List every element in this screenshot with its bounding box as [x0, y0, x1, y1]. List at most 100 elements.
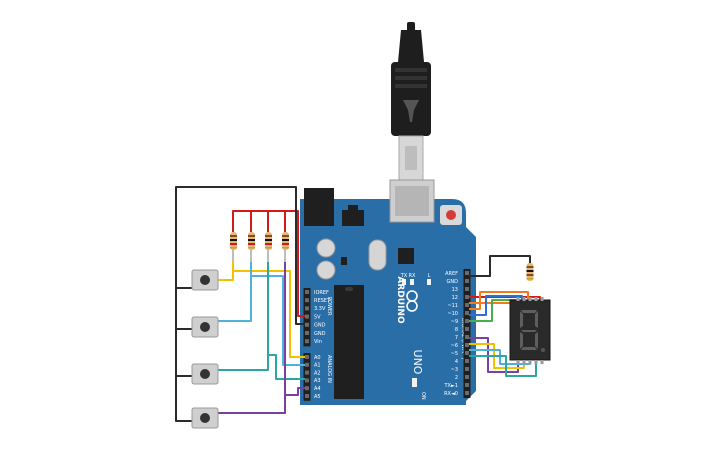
power-header-label: POWER: [326, 297, 332, 316]
segment-f: [520, 311, 523, 328]
digital-pin[interactable]: [465, 367, 469, 371]
display-pin[interactable]: [540, 297, 544, 301]
digital-pin[interactable]: [465, 311, 469, 315]
push-button-2[interactable]: [191, 316, 219, 338]
digital-pin-label: 7: [455, 335, 458, 341]
display-pin[interactable]: [516, 360, 520, 364]
digital-pin[interactable]: [465, 391, 469, 395]
usb-cable-boot: [398, 30, 424, 62]
analog-pin-label: A1: [314, 363, 321, 369]
digital-pin-label: 8: [455, 327, 458, 333]
power-pin[interactable]: [305, 339, 309, 344]
display-pin[interactable]: [522, 360, 526, 364]
button-cap-icon[interactable]: [200, 369, 210, 379]
digital-pin[interactable]: [465, 375, 469, 379]
digital-pin-label: GND: [447, 279, 459, 285]
power-pin-label: GND: [314, 331, 326, 337]
power-pin[interactable]: [305, 290, 309, 294]
wire-button3-teal[interactable]: [218, 262, 269, 371]
segment-a: [521, 310, 537, 313]
analog-pin-label: A2: [314, 370, 321, 376]
seven-segment-display: [509, 297, 551, 364]
on-label: ON: [420, 392, 426, 400]
wire-display-common[interactable]: [469, 255, 531, 277]
digital-pin[interactable]: [465, 319, 469, 323]
tx-label: TX: [400, 273, 408, 279]
segment-g: [521, 330, 537, 332]
display-pins-top: [516, 297, 544, 301]
arduino-logo: ARDUINO: [395, 276, 418, 324]
display-pin[interactable]: [528, 297, 532, 301]
digital-pin-label: ~11: [447, 303, 458, 309]
button-cap-icon[interactable]: [200, 275, 210, 285]
power-pin[interactable]: [305, 314, 309, 319]
rx-led: [410, 279, 414, 285]
analog-pin[interactable]: [305, 386, 309, 391]
wire-seg-dp[interactable]: [469, 355, 537, 377]
on-led: [412, 378, 417, 387]
button-cap-icon[interactable]: [200, 413, 210, 423]
wire-seg-d[interactable]: [469, 299, 516, 322]
digital-pin-label: 4: [455, 359, 458, 365]
analog-pin[interactable]: [305, 370, 309, 375]
digital-pin[interactable]: [465, 351, 469, 355]
wire-seg-c[interactable]: [469, 295, 523, 316]
digital-pin-label: ~9: [451, 319, 458, 325]
digital-pin-label: ~5: [451, 351, 458, 357]
wire-button1-yellow[interactable]: [218, 262, 234, 281]
wire-gnd-black[interactable]: [175, 186, 305, 325]
reset-button-cap[interactable]: [446, 210, 456, 220]
digital-pin-label: 13: [452, 287, 458, 293]
model-label: UNO: [411, 350, 424, 375]
analog-strip: [303, 353, 311, 401]
display-pin[interactable]: [534, 297, 538, 301]
usb-plug-body: [391, 62, 431, 136]
power-pin-label: RESET: [314, 298, 331, 304]
display-pins-bottom: [516, 360, 544, 364]
analog-pin[interactable]: [305, 378, 309, 383]
resistor-array: [230, 222, 289, 262]
usb-chip: [398, 248, 414, 264]
power-pin-label: 5V: [314, 314, 321, 320]
digital-pin[interactable]: [465, 383, 469, 387]
power-pin[interactable]: [305, 322, 309, 327]
segment-dp: [541, 348, 545, 352]
digital-pin-label: ~6: [451, 343, 458, 349]
button-cap-icon[interactable]: [200, 322, 210, 332]
digital-pin[interactable]: [465, 303, 469, 307]
digital-pin-label: 12: [452, 295, 458, 301]
analog-pin[interactable]: [305, 355, 309, 359]
wire-button4-purple[interactable]: [218, 262, 286, 414]
display-pin[interactable]: [540, 360, 544, 364]
power-pin[interactable]: [305, 331, 309, 335]
digital-pin[interactable]: [465, 343, 469, 347]
digital-pin[interactable]: [465, 279, 469, 283]
power-pin[interactable]: [305, 298, 309, 303]
rx-label: RX: [409, 273, 416, 279]
analog-pin[interactable]: [305, 362, 309, 367]
digital-pin[interactable]: [465, 295, 469, 299]
wire-seg-f[interactable]: [469, 343, 525, 369]
push-button-1[interactable]: [191, 269, 219, 291]
display-pin[interactable]: [528, 360, 532, 364]
wire-5v-red[interactable]: [232, 210, 305, 317]
analog-pin[interactable]: [305, 394, 309, 398]
resistor-display: [526, 263, 534, 281]
display-pin[interactable]: [522, 297, 526, 301]
usb-symbol-icon: [403, 100, 419, 122]
digital-pin[interactable]: [465, 327, 469, 331]
power-pin-label: IOREF: [314, 290, 329, 296]
digital-pin[interactable]: [465, 359, 469, 363]
digital-pin[interactable]: [465, 287, 469, 291]
push-button-4[interactable]: [191, 407, 219, 429]
power-pin-label: Vin: [314, 339, 322, 345]
wire-button2-cyan[interactable]: [218, 262, 252, 322]
digital-pin[interactable]: [465, 335, 469, 339]
display-pin[interactable]: [534, 360, 538, 364]
push-button-3[interactable]: [191, 363, 219, 385]
digital-pin[interactable]: [465, 271, 469, 275]
power-pin[interactable]: [305, 306, 309, 311]
display-pin[interactable]: [516, 297, 520, 301]
